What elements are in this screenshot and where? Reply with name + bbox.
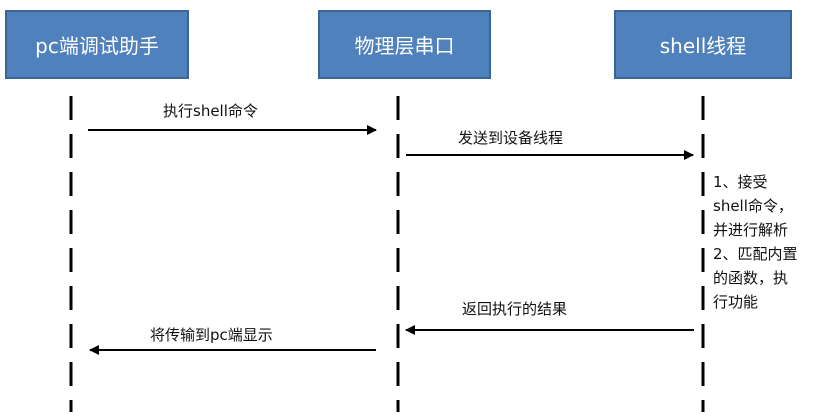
note-line: 并进行解析	[713, 221, 789, 239]
note-line: 1、接受	[713, 173, 768, 191]
participant-physical-uart: 物理层串口	[318, 10, 491, 79]
message-execute-shell-command: 执行shell命令	[163, 102, 258, 120]
shell-process-note: 1、接受 shell命令， 并进行解析 2、匹配内置 的函数，执 行功能	[713, 170, 821, 314]
participant-uart-label: 物理层串口	[354, 34, 455, 58]
message-display-on-pc: 将传输到pc端显示	[150, 326, 273, 344]
participant-shell-label: shell线程	[659, 34, 747, 58]
message-send-to-device-thread: 发送到设备线程	[458, 129, 564, 147]
participant-shell-thread: shell线程	[614, 10, 792, 79]
participant-pc-debug-assistant: pc端调试助手	[5, 10, 189, 79]
participant-pc-label: pc端调试助手	[35, 34, 159, 58]
note-line: 行功能	[713, 293, 759, 311]
message-return-result: 返回执行的结果	[462, 300, 568, 318]
note-line: 2、匹配内置	[713, 245, 798, 263]
note-line: 的函数，执	[713, 269, 789, 287]
note-line: shell命令，	[713, 197, 793, 215]
